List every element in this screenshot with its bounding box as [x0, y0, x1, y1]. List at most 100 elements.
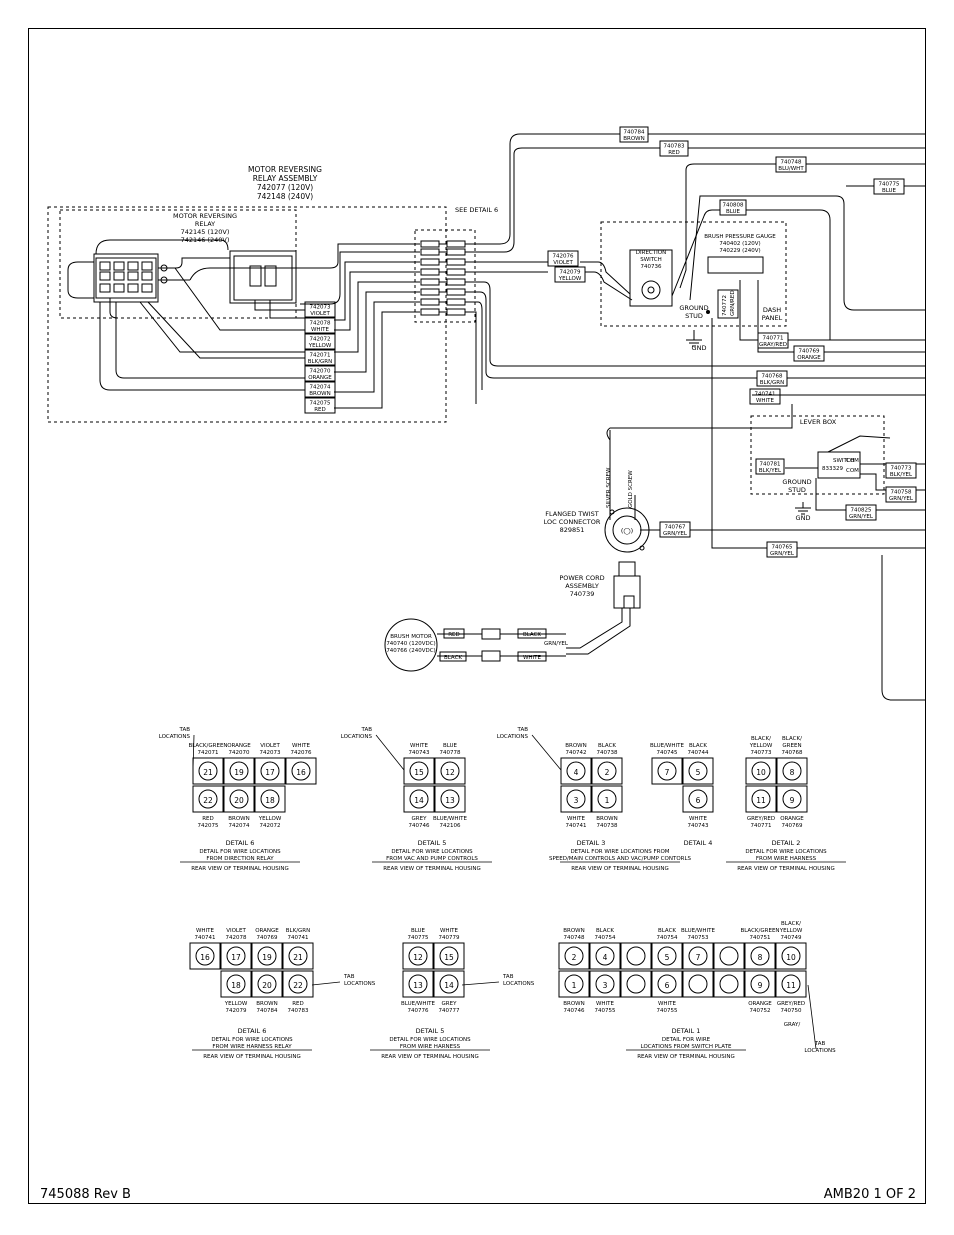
svg-text:WHITE: WHITE	[440, 928, 459, 934]
svg-text:740773: 740773	[751, 750, 772, 756]
svg-text:DETAIL 2: DETAIL 2	[772, 839, 801, 847]
svg-text:8: 8	[790, 768, 795, 777]
svg-text:14: 14	[414, 796, 424, 805]
svg-text:BLACK/: BLACK/	[781, 921, 801, 927]
detail-1-switch-plate: BROWN740748BLACK740754BLACK740754BLUE/WH…	[558, 921, 836, 1060]
svg-text:742075: 742075	[310, 401, 331, 407]
svg-text:WHITE: WHITE	[292, 743, 311, 749]
svg-text:15: 15	[444, 953, 454, 962]
svg-text:742071: 742071	[310, 353, 331, 359]
svg-text:BLACK: BLACK	[658, 928, 676, 934]
svg-text:RELAY: RELAY	[195, 220, 215, 228]
svg-text:SPEED/MAIN CONTROLS AND VAC/PU: SPEED/MAIN CONTROLS AND VAC/PUMP CONTORL…	[549, 856, 692, 862]
svg-text:740743: 740743	[688, 823, 709, 829]
svg-text:12: 12	[445, 768, 455, 777]
svg-text:ORANGE: ORANGE	[227, 743, 251, 749]
svg-text:GND: GND	[796, 514, 811, 522]
svg-text:SWITCH: SWITCH	[640, 257, 662, 263]
svg-text:ORANGE: ORANGE	[748, 1001, 772, 1007]
svg-text:BLK/GRN: BLK/GRN	[308, 359, 333, 365]
svg-text:WHITE: WHITE	[410, 743, 429, 749]
svg-text:GRN/YEL: GRN/YEL	[544, 641, 569, 647]
svg-text:13: 13	[445, 796, 455, 805]
svg-text:BLUE/WHITE: BLUE/WHITE	[401, 1001, 435, 1007]
svg-text:6: 6	[665, 981, 670, 990]
gauge-wire-label: 740772 GRN/RED	[717, 289, 739, 319]
svg-text:VIOLET: VIOLET	[260, 743, 280, 749]
svg-text:1: 1	[605, 796, 610, 805]
svg-text:GREY/RED: GREY/RED	[777, 1001, 805, 1007]
svg-text:740769: 740769	[782, 823, 803, 829]
svg-text:2: 2	[605, 768, 610, 777]
svg-text:742074: 742074	[229, 823, 250, 829]
svg-text:VIOLET: VIOLET	[310, 311, 330, 317]
svg-text:GREY: GREY	[412, 816, 428, 822]
svg-text:DIRECTION: DIRECTION	[636, 250, 666, 256]
top-wire-labels: 740784BROWN740783RED740748BLU/WHT740775B…	[547, 126, 905, 283]
dash-panel-boundary	[600, 221, 787, 327]
svg-text:742079: 742079	[560, 270, 581, 276]
svg-text:16: 16	[200, 953, 210, 962]
svg-text:740784: 740784	[257, 1008, 278, 1014]
svg-text:SILVER SCREW: SILVER SCREW	[606, 467, 612, 508]
svg-text:TAB: TAB	[361, 727, 373, 733]
detail6-connector	[420, 240, 470, 316]
svg-text:1: 1	[572, 981, 577, 990]
svg-text:11: 11	[756, 796, 766, 805]
svg-text:GREEN: GREEN	[782, 743, 801, 749]
svg-text:BLACK: BLACK	[596, 928, 614, 934]
ground-stud: GROUND STUD GND	[679, 304, 710, 352]
svg-text:GRN/YEL: GRN/YEL	[663, 531, 688, 537]
svg-text:740755: 740755	[595, 1008, 616, 1014]
svg-text:WHITE: WHITE	[523, 655, 542, 661]
svg-text:740772: 740772	[722, 295, 728, 316]
svg-text:829851: 829851	[560, 526, 585, 534]
svg-text:740781: 740781	[760, 462, 781, 468]
svg-text:740783: 740783	[288, 1008, 309, 1014]
svg-text:17: 17	[265, 768, 275, 777]
svg-text:740767: 740767	[665, 525, 686, 531]
brush-motor: BRUSH MOTOR 740740 (120VDC) 740766 (240V…	[384, 618, 569, 672]
svg-text:21: 21	[293, 953, 303, 962]
power-cord: POWER CORD ASSEMBLY 740739	[559, 561, 641, 655]
svg-text:WHITE: WHITE	[196, 928, 215, 934]
svg-text:10: 10	[786, 953, 796, 962]
svg-text:BROWN: BROWN	[565, 743, 586, 749]
svg-text:BRUSH PRESSURE GAUGE: BRUSH PRESSURE GAUGE	[704, 234, 776, 240]
svg-text:REAR VIEW OF TERMINAL HOUSING: REAR VIEW OF TERMINAL HOUSING	[383, 866, 481, 872]
svg-text:LOCATIONS: LOCATIONS	[344, 981, 376, 987]
svg-text:BLUE: BLUE	[411, 928, 426, 934]
svg-text:LOCATIONS: LOCATIONS	[159, 734, 191, 740]
svg-text:YELLOW: YELLOW	[749, 743, 773, 749]
svg-text:740736: 740736	[641, 264, 662, 270]
svg-text:17: 17	[231, 953, 241, 962]
svg-text:740784: 740784	[624, 130, 645, 136]
svg-text:740739: 740739	[570, 590, 595, 598]
svg-text:WHITE: WHITE	[658, 1001, 677, 1007]
right-harness-wires	[606, 318, 926, 701]
terminal-details: BLACK/GREEN742071ORANGE742070VIOLET74207…	[159, 727, 846, 1060]
svg-text:FROM VAC AND PUMP CONTROLS: FROM VAC AND PUMP CONTROLS	[386, 856, 478, 862]
svg-text:20: 20	[262, 981, 272, 990]
svg-text:BLACK: BLACK	[598, 743, 616, 749]
svg-text:FROM DIRECTION RELAY: FROM DIRECTION RELAY	[206, 856, 274, 862]
svg-text:4: 4	[574, 768, 579, 777]
svg-text:740746: 740746	[409, 823, 430, 829]
svg-text:BLK/GRN: BLK/GRN	[286, 928, 311, 934]
svg-text:GRN/YEL: GRN/YEL	[770, 551, 795, 557]
